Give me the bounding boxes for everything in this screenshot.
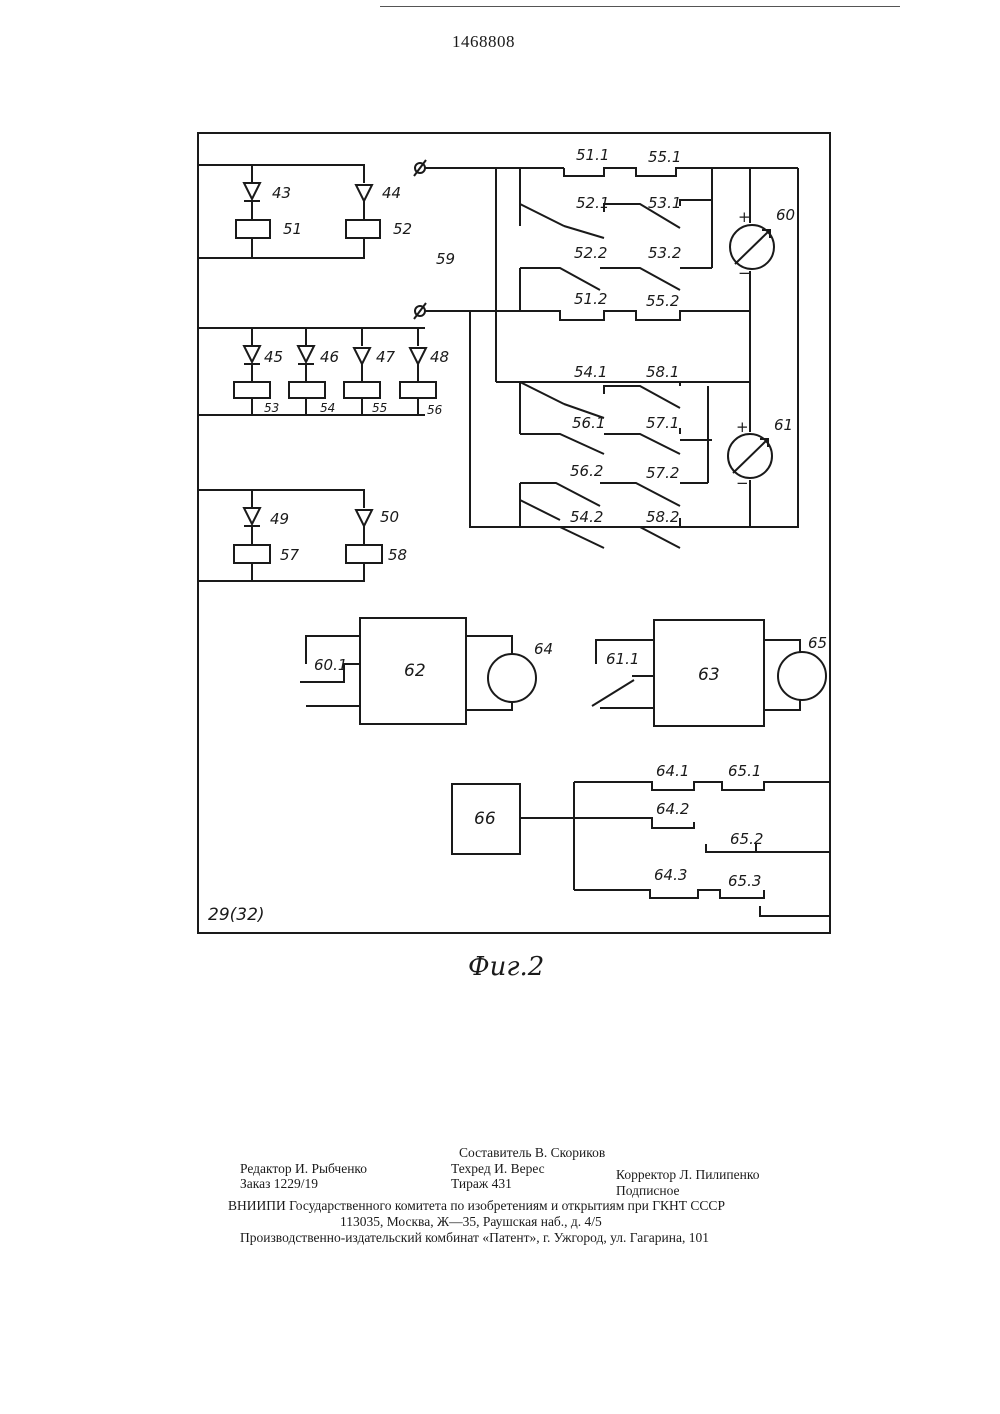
label-meter-60: 60: [776, 206, 795, 224]
relay-coil-54: [289, 382, 325, 398]
label-diode-43: 43: [272, 184, 291, 202]
label-contact-56-2: 56.2: [570, 462, 603, 480]
colophon-circulation: Тираж 431: [451, 1176, 512, 1192]
unit-66: [452, 782, 830, 916]
label-contact-52-2: 52.2: [574, 244, 607, 262]
label-relay-52: 52: [393, 220, 412, 238]
label-contact-64-3: 64.3: [654, 866, 687, 884]
label-block-63: 63: [698, 665, 720, 685]
label-contact-65-2: 65.2: [730, 830, 763, 848]
label-contact-58-2: 58.2: [646, 508, 679, 526]
diode-44: [356, 185, 372, 201]
label-contact-53-1: 53.1: [648, 194, 681, 212]
colophon-organization: ВНИИПИ Государственного комитета по изоб…: [228, 1198, 725, 1214]
colophon-order: Заказ 1229/19: [240, 1176, 318, 1192]
relay-coil-53: [234, 382, 270, 398]
label-contact-53-2: 53.2: [648, 244, 681, 262]
relay-coil-51: [236, 220, 270, 238]
relay-group-3: [198, 490, 382, 581]
block-label: 29(32): [208, 905, 265, 925]
diode-46: [298, 346, 314, 364]
label-diode-49: 49: [270, 510, 289, 528]
label-contact-54-1: 54.1: [574, 363, 607, 381]
diode-49: [244, 508, 260, 526]
label-59: 59: [436, 250, 455, 268]
label-diode-48: 48: [430, 348, 449, 366]
label-relay-57: 57: [280, 546, 300, 564]
label-contact-57-2: 57.2: [646, 464, 679, 482]
relay-group-1: [198, 165, 380, 258]
relay-coil-57: [234, 545, 270, 563]
diode-50: [356, 510, 372, 526]
label-contact-55-2: 55.2: [646, 292, 679, 310]
label-contact-58-1: 58.1: [646, 363, 679, 381]
label-diode-50: 50: [380, 508, 399, 526]
meter-61-minus: −: [736, 474, 749, 492]
meter-60-plus: +: [738, 208, 751, 226]
label-relay-53: 53: [264, 401, 279, 415]
label-meter-61: 61: [774, 416, 793, 434]
colophon-techred: Техред И. Верес: [451, 1161, 545, 1177]
diode-45: [244, 346, 260, 364]
relay-coil-52: [346, 220, 380, 238]
colophon-editor: Редактор И. Рыбченко: [240, 1161, 367, 1177]
label-block-62: 62: [404, 661, 426, 681]
circuit-diagram: 43 44 51 52 59 45 46 47 48 53 54 55 56 4…: [0, 0, 1000, 1000]
label-block-66: 66: [474, 809, 496, 829]
relay-coil-58: [346, 545, 382, 563]
label-contact-65-1: 65.1: [728, 762, 761, 780]
label-contact-57-1: 57.1: [646, 414, 679, 432]
relay-coil-56: [400, 382, 436, 398]
label-contact-51-1: 51.1: [576, 146, 609, 164]
label-lamp-65: 65: [808, 634, 827, 652]
label-contact-61-1: 61.1: [606, 650, 639, 668]
diode-47: [354, 348, 370, 364]
colophon-address: 113035, Москва, Ж—35, Раушская наб., д. …: [340, 1214, 602, 1230]
diode-48: [410, 348, 426, 364]
label-diode-47: 47: [376, 348, 396, 366]
colophon-printer: Производственно-издательский комбинат «П…: [240, 1230, 709, 1246]
label-diode-46: 46: [320, 348, 339, 366]
label-contact-64-2: 64.2: [656, 800, 689, 818]
label-relay-54: 54: [320, 401, 335, 415]
label-contact-54-2: 54.2: [570, 508, 603, 526]
label-relay-56: 56: [427, 403, 443, 417]
relay-group-2: [198, 328, 436, 415]
label-lamp-64: 64: [534, 640, 553, 658]
lamp-64: [488, 654, 536, 702]
relay-coil-55: [344, 382, 380, 398]
label-relay-51: 51: [283, 220, 302, 238]
figure-caption: Фиг.2: [468, 952, 544, 982]
label-contact-51-2: 51.2: [574, 290, 607, 308]
label-contact-64-1: 64.1: [656, 762, 689, 780]
colophon-compiler: Составитель В. Скориков: [459, 1145, 605, 1161]
colophon-corrector: Корректор Л. Пилипенко: [616, 1167, 759, 1183]
label-contact-60-1: 60.1: [314, 656, 347, 674]
colophon-subscription: Подписное: [616, 1183, 680, 1199]
label-contact-65-3: 65.3: [728, 872, 761, 890]
diode-43: [244, 183, 260, 201]
meter-61-plus: +: [736, 418, 749, 436]
label-relay-55: 55: [372, 401, 387, 415]
label-relay-58: 58: [388, 546, 407, 564]
label-diode-44: 44: [382, 184, 401, 202]
label-contact-52-1: 52.1: [576, 194, 609, 212]
label-contact-55-1: 55.1: [648, 148, 681, 166]
label-diode-45: 45: [264, 348, 283, 366]
lamp-65: [778, 652, 826, 700]
meter-60-minus: −: [738, 264, 751, 282]
label-contact-56-1: 56.1: [572, 414, 605, 432]
